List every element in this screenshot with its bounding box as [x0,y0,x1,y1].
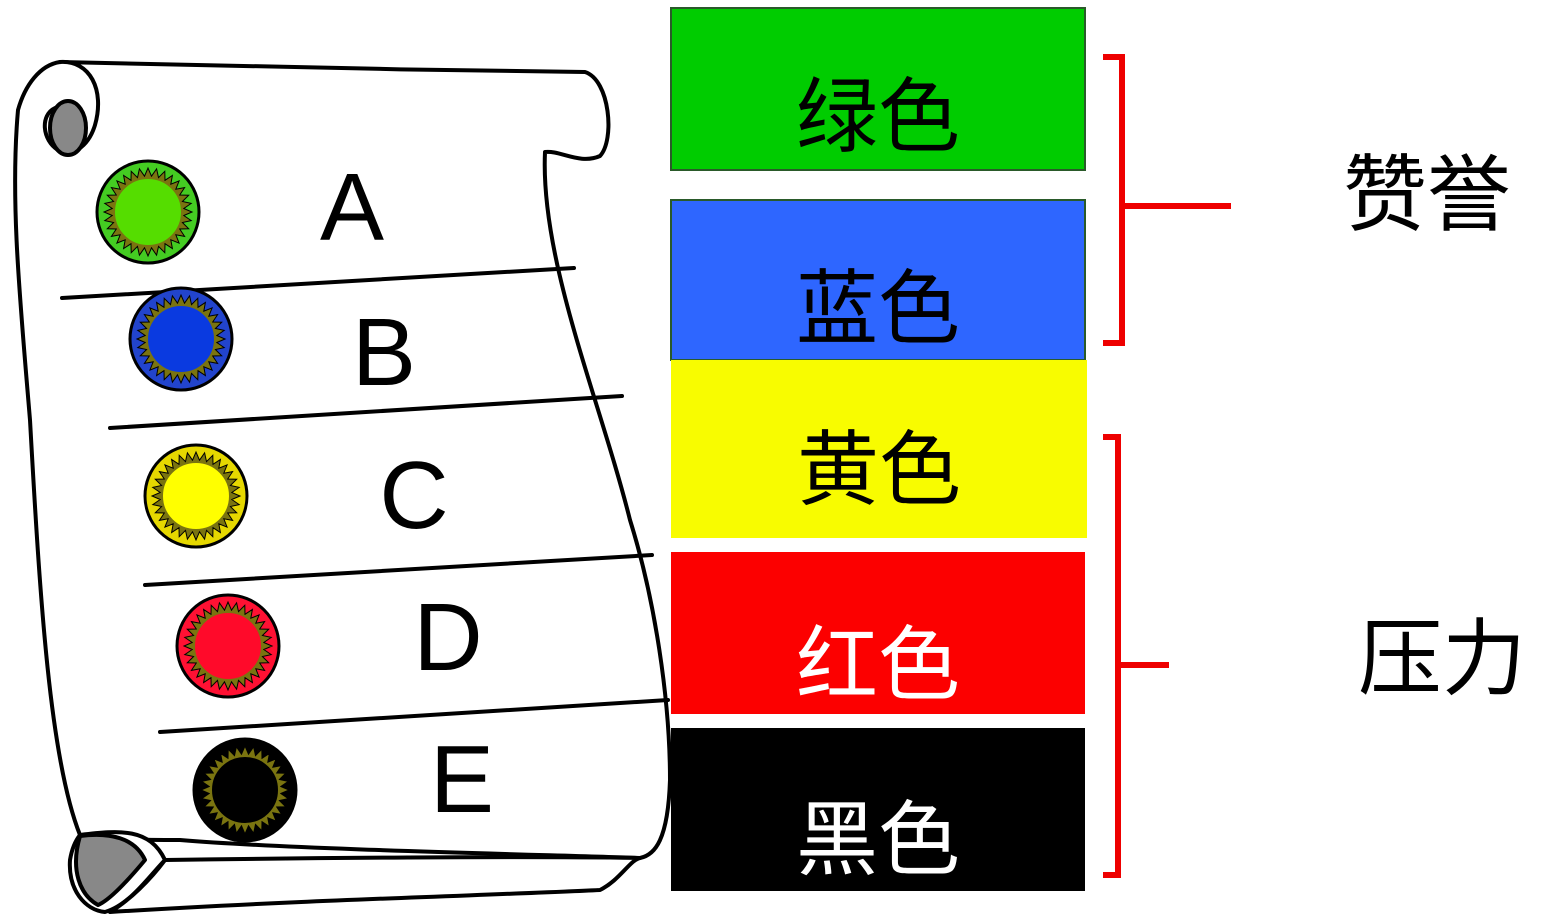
color-box: 黄色 [671,360,1087,538]
sunburst-badge-icon [143,443,249,549]
color-box-fill [671,728,1085,891]
scroll-row-letter: A [320,154,384,261]
brackets [1103,54,1231,878]
color-box-label: 黑色 [796,793,960,888]
scroll-bottom-roll-shade [74,832,147,907]
scroll-top-roll-end [48,99,88,157]
group-label-pressure: 压力 [1358,610,1526,708]
bracket-praise [1103,54,1231,346]
scroll-divider [60,266,576,300]
color-box: 绿色 [670,7,1086,171]
scroll-row-e: E [192,726,494,843]
scroll-row-a: A [95,154,384,265]
scroll-row-letter: B [352,299,416,406]
scroll-divider [108,394,624,430]
color-box-fill [671,552,1085,714]
sunburst-badge-icon [192,737,298,843]
scroll-divider [143,553,654,587]
scroll-divider [158,698,670,734]
color-box-fill [670,7,1086,171]
bracket-pressure [1103,434,1169,878]
scroll-row-c: C [143,442,449,549]
color-box-label: 绿色 [796,70,960,165]
color-box: 红色 [671,552,1085,714]
color-box: 蓝色 [670,199,1086,361]
scroll-row-letter: E [430,726,494,833]
color-box-fill [670,199,1086,361]
color-box: 黑色 [671,728,1085,891]
scroll-row-letter: C [379,442,448,549]
scroll-row-d: D [175,584,483,699]
scroll-row-b: B [128,286,416,406]
sunburst-badge-icon [95,159,201,265]
group-label-praise: 赞誉 [1343,146,1511,244]
scroll-row-letter: D [413,584,482,691]
color-box-label: 黄色 [797,423,961,518]
color-box-label: 红色 [796,618,960,713]
scroll-bottom-flap [108,855,642,914]
sunburst-badge-icon [175,593,281,699]
color-box-fill [671,360,1087,538]
sunburst-badge-icon [128,286,234,392]
color-box-label: 蓝色 [796,262,960,357]
